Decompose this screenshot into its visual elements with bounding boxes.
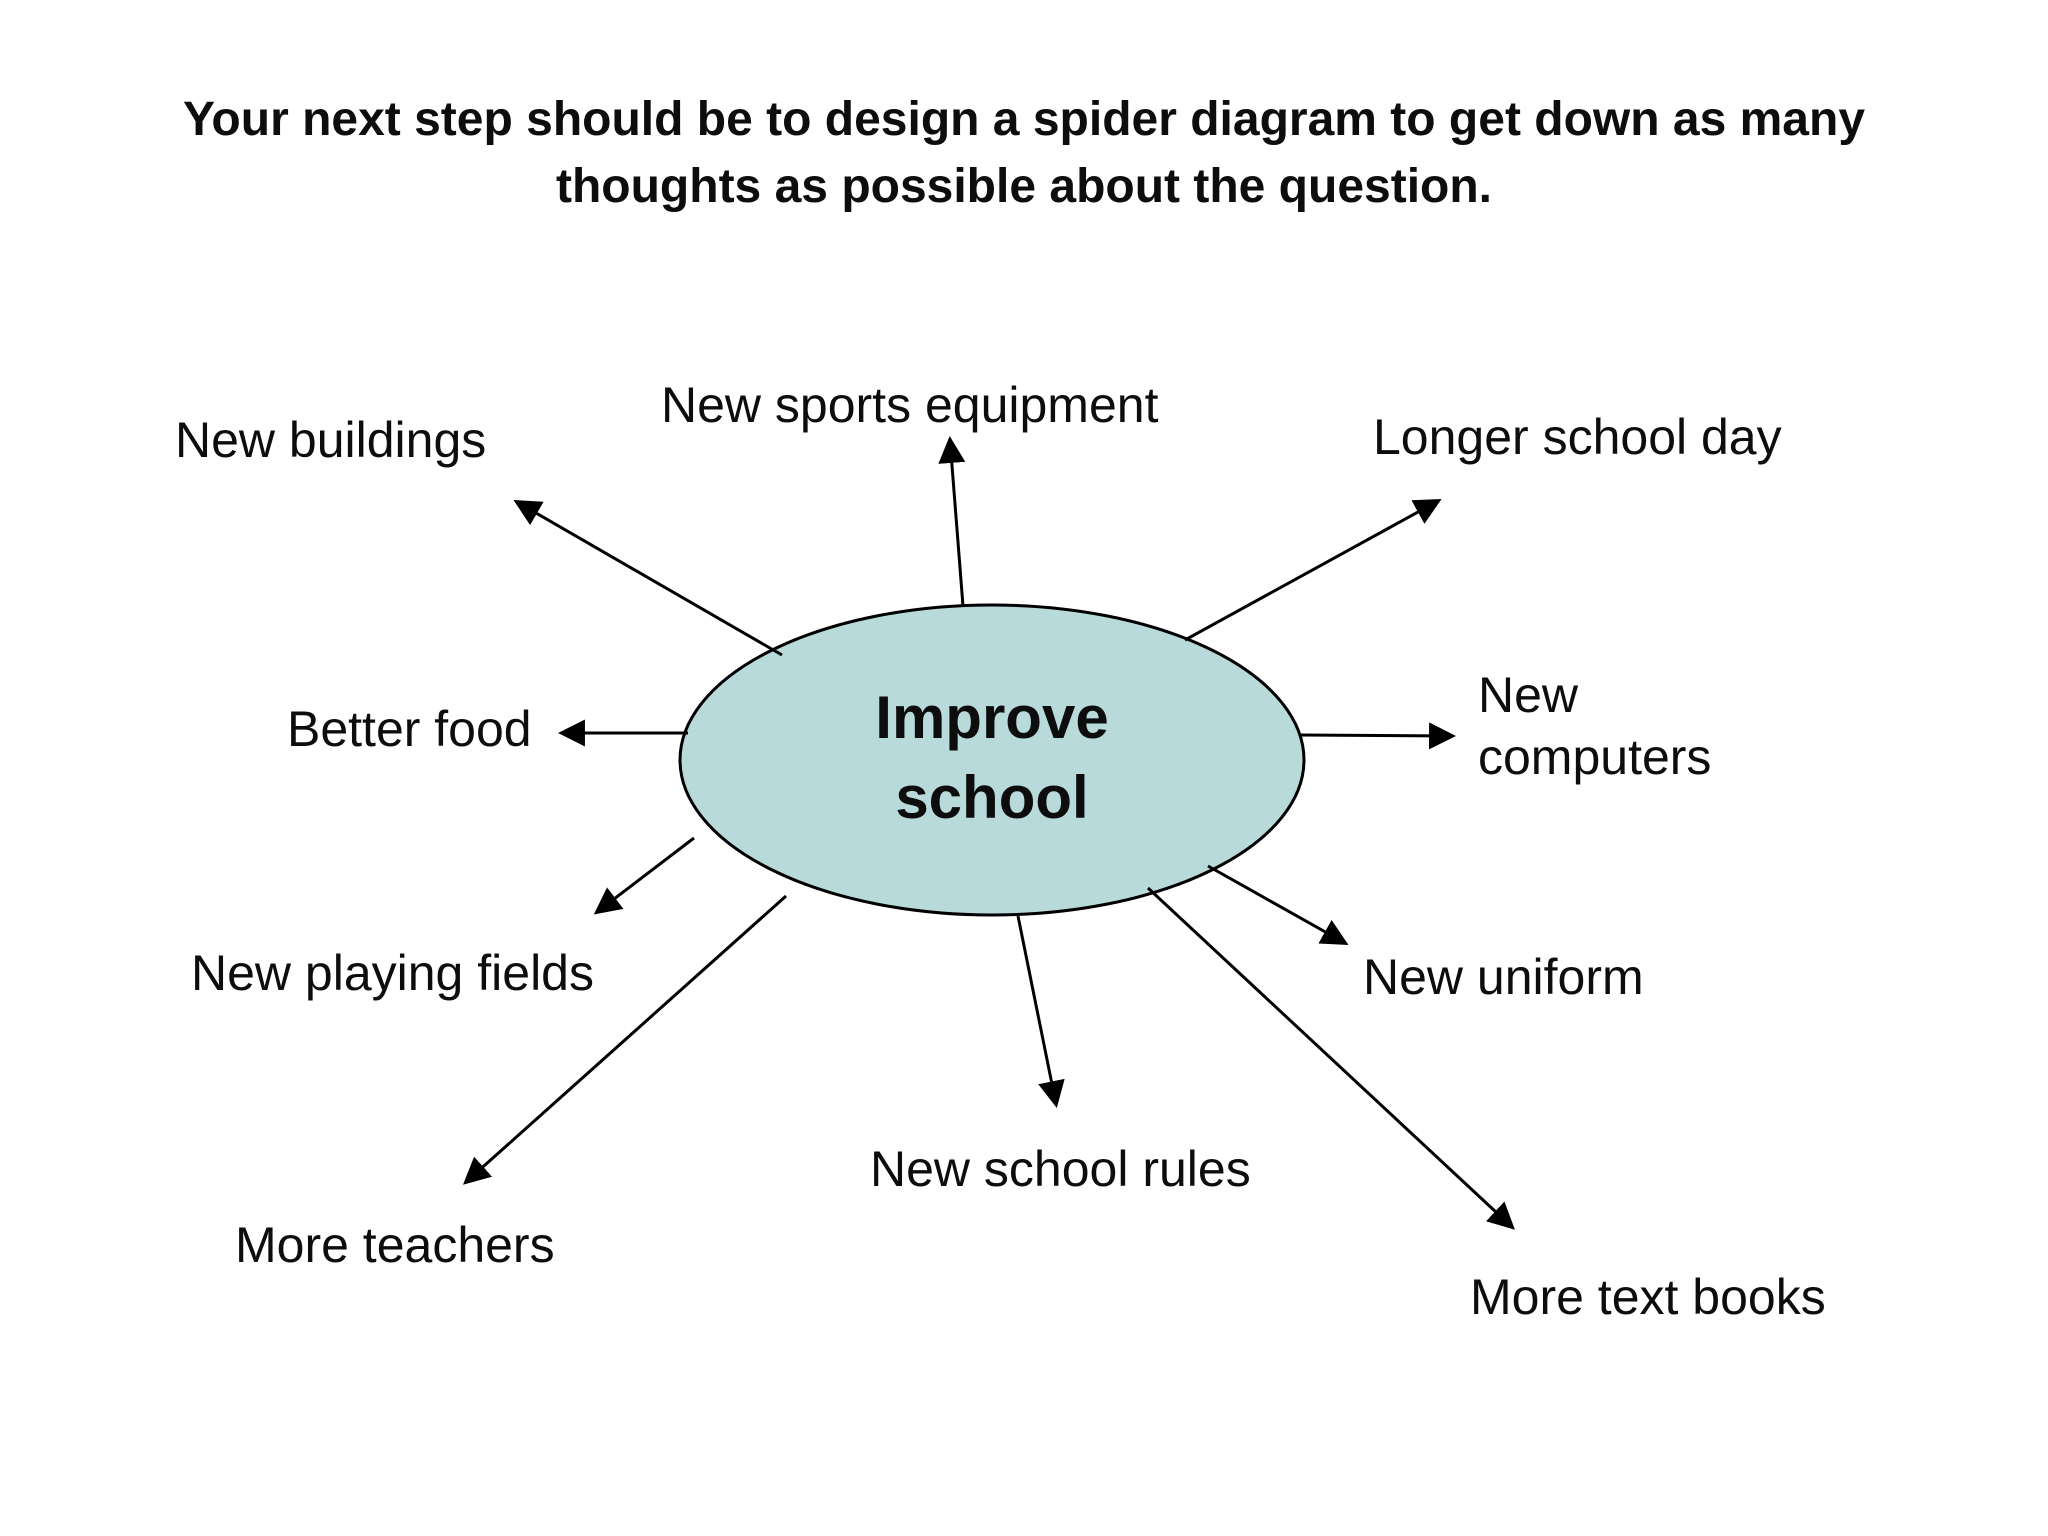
slide-title-line-1: Your next step should be to design a spi… — [182, 93, 1866, 146]
arrow-longer-school-day — [1184, 499, 1442, 642]
center-topic: Improve school — [792, 678, 1192, 838]
node-new-sports-equipment: New sports equipment — [661, 377, 1159, 433]
node-new-computers: New computers — [1478, 667, 1712, 785]
node-new-school-rules: New school rules — [870, 1141, 1251, 1197]
arrow-new-sports-equipment — [938, 435, 966, 607]
slide-title: Your next step should be to design a spi… — [0, 86, 2048, 220]
arrow-new-school-rules — [1016, 915, 1065, 1108]
arrow-more-teachers — [462, 894, 787, 1185]
node-new-playing-fields: New playing fields — [191, 945, 594, 1001]
center-topic-line-1: Improve — [875, 684, 1109, 751]
node-new-buildings: New buildings — [175, 412, 487, 468]
arrow-more-text-books — [1146, 886, 1515, 1230]
node-longer-school-day: Longer school day — [1373, 409, 1782, 465]
node-more-text-books: More text books — [1470, 1269, 1826, 1325]
node-better-food: Better food — [287, 701, 532, 757]
arrow-new-computers — [1299, 722, 1457, 750]
node-more-teachers: More teachers — [235, 1217, 555, 1273]
arrow-new-uniform — [1207, 864, 1349, 945]
center-ellipse — [678, 603, 1306, 917]
center-topic-line-2: school — [895, 764, 1089, 831]
arrow-new-buildings — [513, 499, 783, 657]
node-new-uniform: New uniform — [1363, 949, 1644, 1005]
slide-title-line-2: thoughts as possible about the question. — [555, 160, 1493, 213]
arrow-new-playing-fields — [593, 836, 695, 915]
